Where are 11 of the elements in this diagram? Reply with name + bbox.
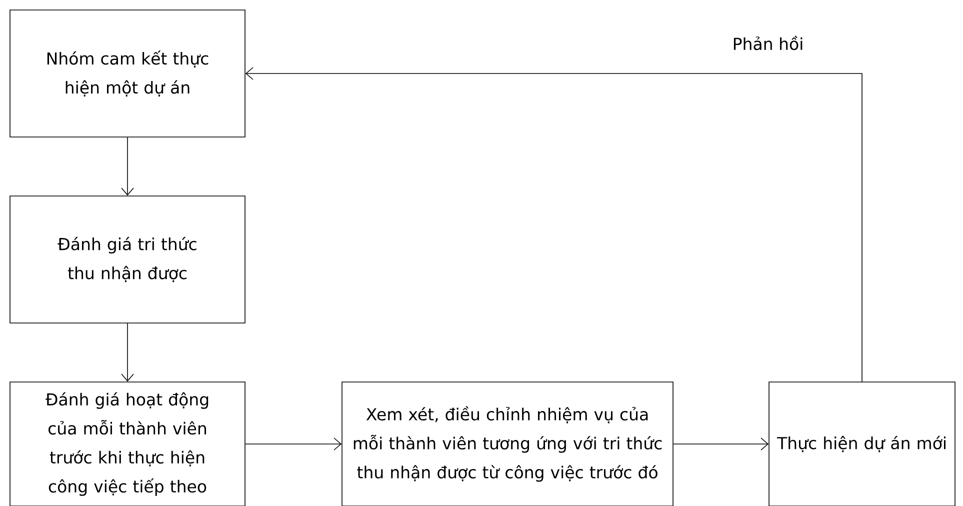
process-box: Đánh giá tri thức thu nhận được	[10, 196, 246, 324]
arrow	[245, 438, 342, 450]
arrow	[121, 323, 134, 382]
process-box: Đánh giá hoạt động của mỗi thành viên trước khi thực hiện công việc tiếp theo	[10, 382, 246, 506]
process-box: Xem xét, điều chỉnh nhiệm vụ của mỗi thành viên tương ứng với tri thức thu nhận được từ công việc trước đó	[342, 382, 674, 506]
edge-label: Phản hồi	[730, 34, 806, 52]
arrow	[121, 137, 134, 196]
process-box: Thực hiện dự án mới	[768, 382, 956, 506]
arrow	[673, 438, 769, 450]
process-box: Nhóm cam kết thực hiện một dự án	[10, 10, 246, 138]
arrow	[245, 67, 862, 382]
